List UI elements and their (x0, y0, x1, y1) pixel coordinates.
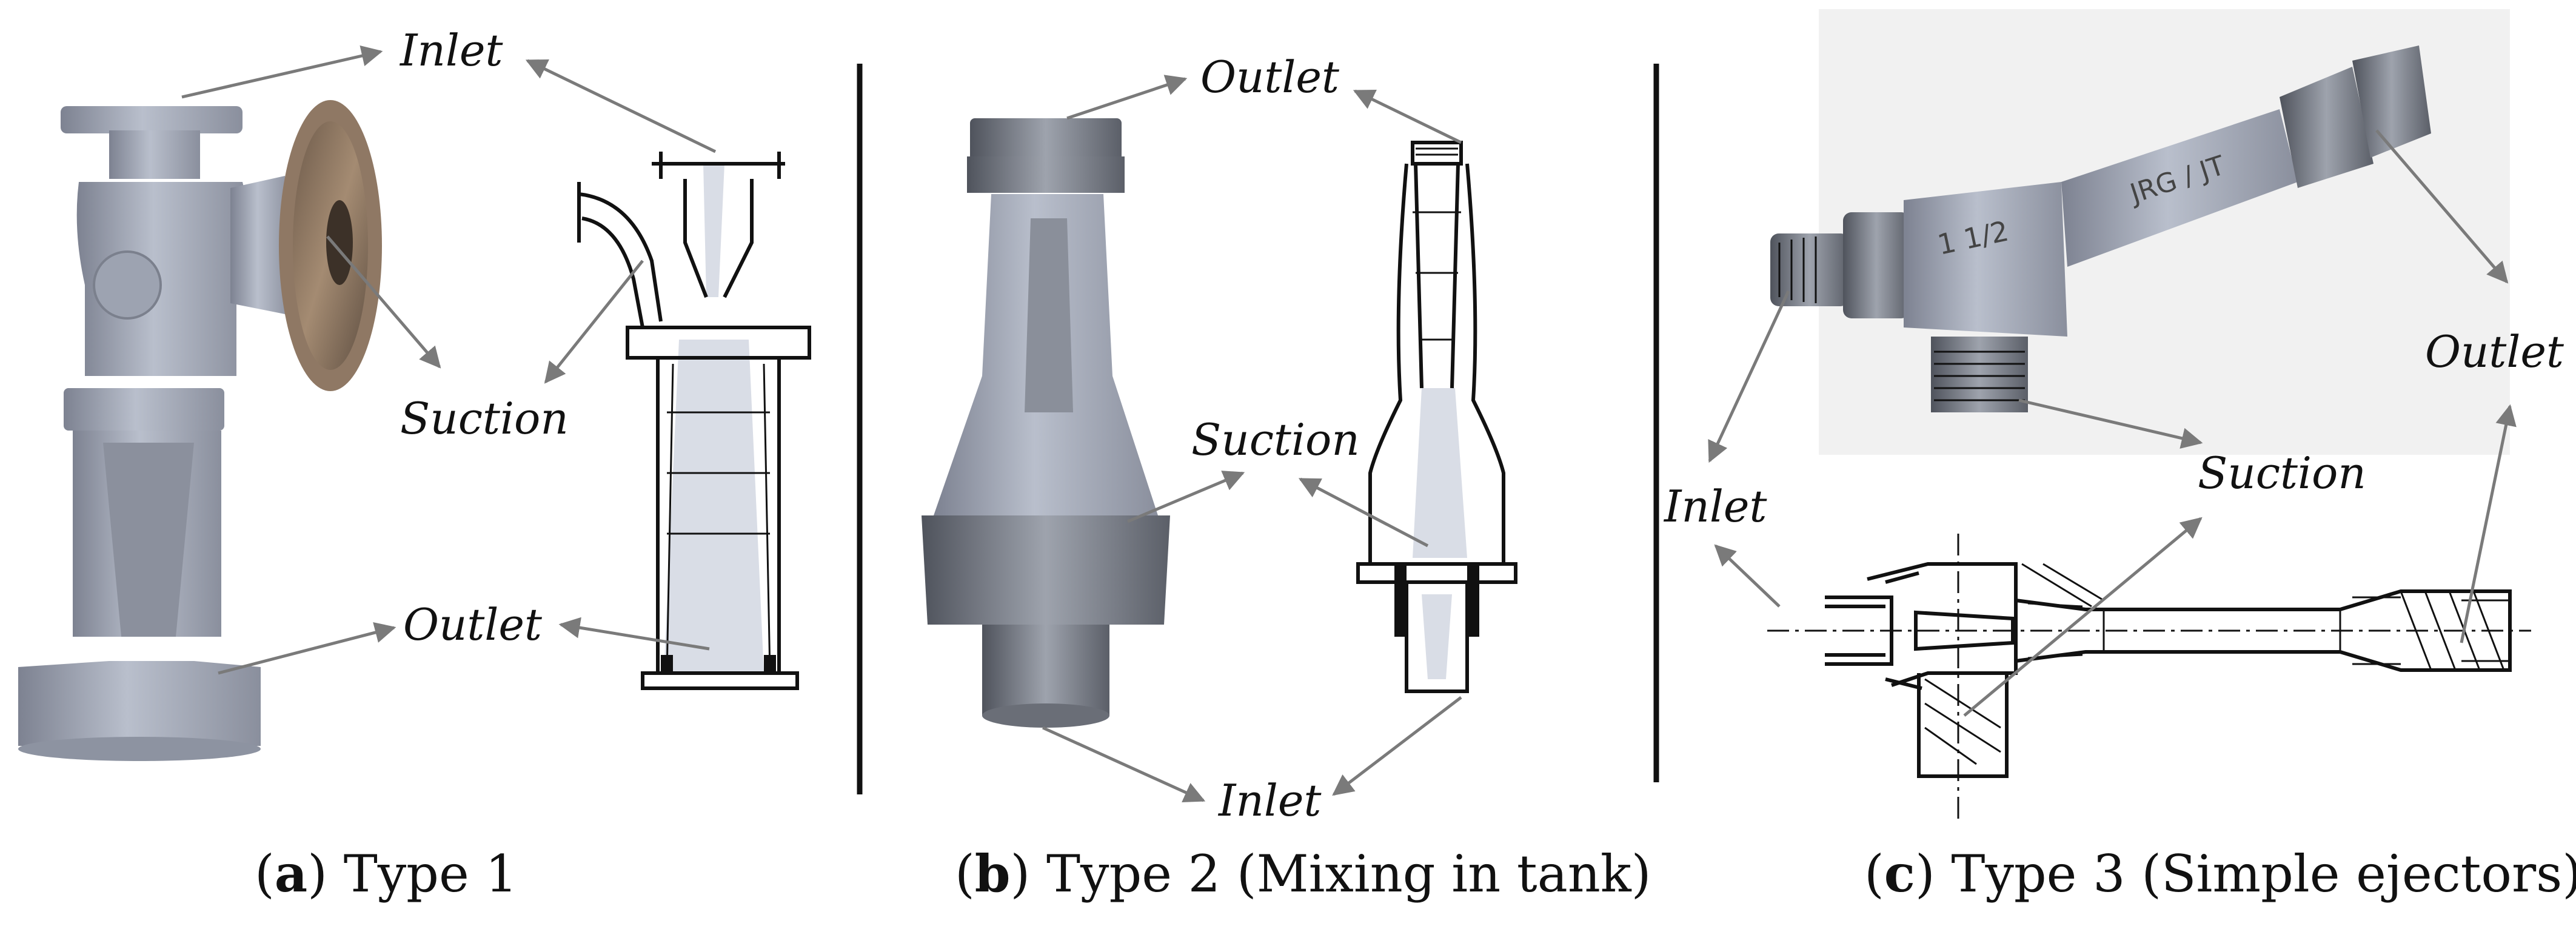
panel-a: Inlet Suction Outlet (a) Type 1 (18, 25, 811, 904)
outlet-arrow-schematic-c (2460, 404, 2517, 643)
caption-letter-a: a (275, 844, 307, 904)
suction-arrow-photo-a (326, 235, 441, 369)
caption-text-a: Type 1 (344, 844, 518, 904)
type2-photo (922, 118, 1170, 728)
inlet-label-b: Inlet (1217, 775, 1322, 826)
suction-arrow-schematic-b (1298, 477, 1429, 548)
suction-arrow-photo-c (2018, 398, 2203, 449)
suction-arrow-schematic-a (544, 260, 644, 384)
caption-b: (b) Type 2 (Mixing in tank) (955, 844, 1651, 904)
suction-label-a: Suction (400, 393, 569, 444)
caption-text-c: Type 3 (Simple ejectors) (1951, 844, 2576, 904)
suction-label-b: Suction (1191, 414, 1360, 465)
outlet-label-a: Outlet (403, 599, 543, 650)
caption-a: (a) Type 1 (255, 844, 518, 904)
suction-arrow-schematic-c (1963, 517, 2203, 717)
inlet-arrow-photo-c (1708, 290, 1790, 463)
caption-text-b: Type 2 (Mixing in tank) (1046, 844, 1651, 904)
outlet-arrow-photo-a (218, 622, 396, 675)
caption-c: (c) Type 3 (Simple ejectors) (1864, 844, 2576, 904)
inlet-label-c: Inlet (1663, 481, 1767, 532)
outlet-label-b: Outlet (1200, 52, 1340, 102)
type1-schematic (577, 152, 811, 690)
suction-arrow-photo-b (1127, 471, 1245, 523)
inlet-arrow-schematic-a (525, 59, 717, 153)
type2-schematic (1356, 141, 1517, 693)
caption-letter-c: c (1884, 844, 1915, 904)
inlet-label-a: Inlet (399, 25, 503, 76)
type1-photo (18, 100, 382, 761)
panel-b: Outlet Suction Inlet (b) Type 2 (Mixing … (922, 52, 1651, 904)
panel-c: 1 1/2 JRG / JT Inlet (1663, 9, 2576, 904)
caption-letter-b: b (975, 844, 1011, 904)
outlet-arrow-schematic-a (558, 617, 710, 651)
inlet-arrow-schematic-c (1714, 544, 1781, 608)
inlet-arrow-photo-a (181, 45, 383, 99)
inlet-arrow-photo-b (1042, 726, 1206, 802)
outlet-arrow-photo-b (1066, 75, 1188, 120)
outlet-label-c: Outlet (2425, 326, 2564, 377)
outlet-arrow-photo-c (2375, 129, 2509, 284)
suction-label-c: Suction (2198, 448, 2366, 498)
inlet-arrow-schematic-b (1332, 696, 1462, 796)
outlet-arrow-schematic-b (1353, 89, 1462, 144)
type3-schematic (1767, 534, 2531, 825)
type3-photo: 1 1/2 JRG / JT (1770, 9, 2510, 455)
